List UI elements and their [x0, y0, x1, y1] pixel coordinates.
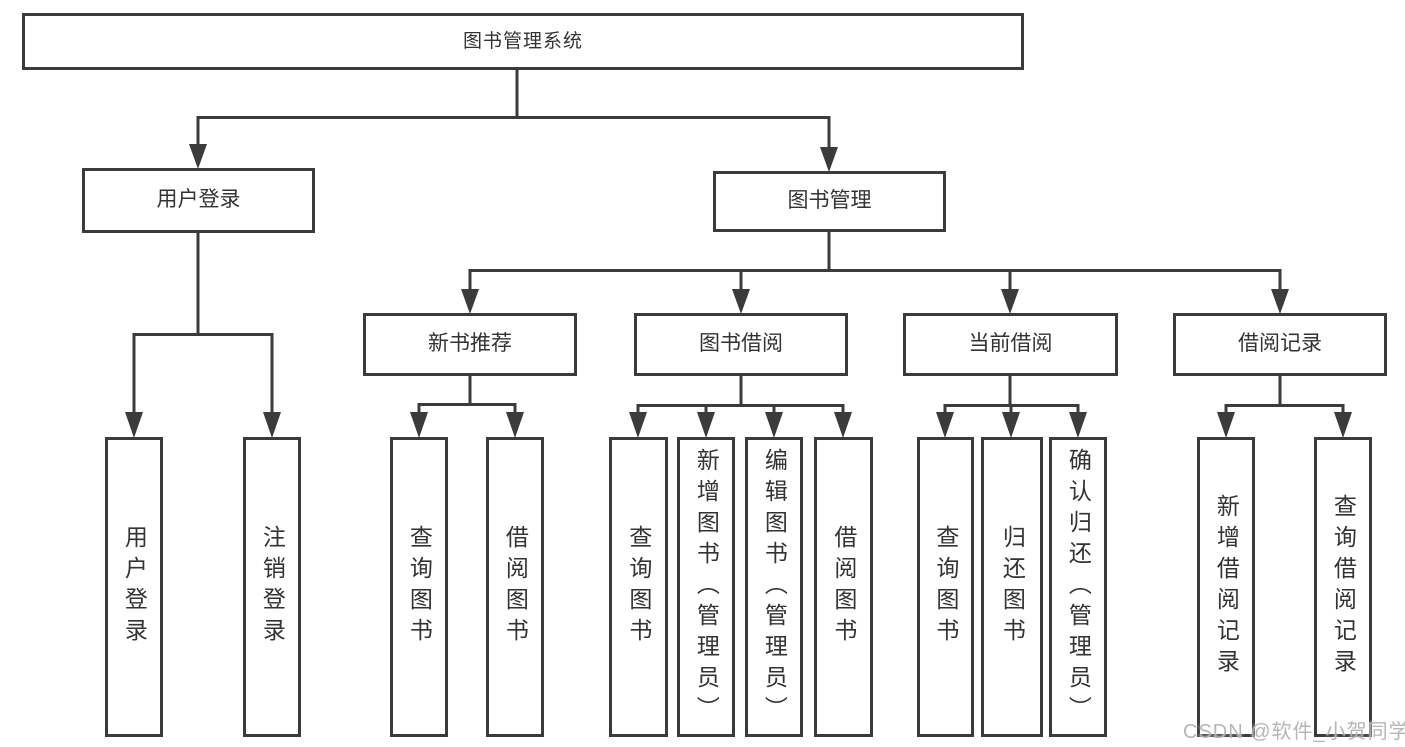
node-leaf-borrow-books-2: 借阅图书: [814, 437, 873, 737]
edge-root-to-level2: [189, 69, 838, 172]
edge-book-mgmt-to-level3: [461, 232, 1289, 314]
node-leaf-confirm-return-admin: 确认归还（管理员）: [1049, 437, 1107, 737]
node-user-login: 用户登录: [82, 168, 315, 233]
node-leaf-add-book-admin: 新增图书（管理员）: [677, 437, 735, 737]
node-leaf-borrow-books-1: 借阅图书: [486, 437, 544, 737]
node-leaf-logout: 注销登录: [243, 437, 301, 737]
node-leaf-return-books: 归还图书: [981, 437, 1043, 737]
edge-current-borrow-to-leaves: [936, 376, 1087, 438]
node-book-mgmt: 图书管理: [713, 171, 946, 232]
node-current-borrow: 当前借阅: [903, 313, 1118, 376]
watermark: CSDN @软件_小贺同学: [1183, 721, 1405, 743]
node-new-book-recommend: 新书推荐: [363, 313, 577, 376]
node-book-borrow: 图书借阅: [634, 313, 848, 376]
node-leaf-add-borrow-record: 新增借阅记录: [1197, 437, 1255, 737]
node-leaf-user-login: 用户登录: [105, 437, 163, 737]
node-leaf-query-books-3: 查询图书: [917, 437, 974, 737]
node-root: 图书管理系统: [22, 13, 1024, 70]
edge-user-login-to-leaves: [125, 233, 281, 438]
edge-borrow-records-to-leaves: [1217, 376, 1352, 438]
node-leaf-edit-book-admin: 编辑图书（管理员）: [745, 437, 803, 737]
node-leaf-query-books-2: 查询图书: [609, 437, 668, 737]
node-borrow-records: 借阅记录: [1173, 313, 1387, 376]
node-leaf-query-borrow-record: 查询借阅记录: [1314, 437, 1372, 737]
edge-new-book-rec-to-leaves: [410, 376, 524, 438]
node-leaf-query-books-1: 查询图书: [390, 437, 448, 737]
edge-book-borrow-to-leaves: [629, 376, 852, 438]
